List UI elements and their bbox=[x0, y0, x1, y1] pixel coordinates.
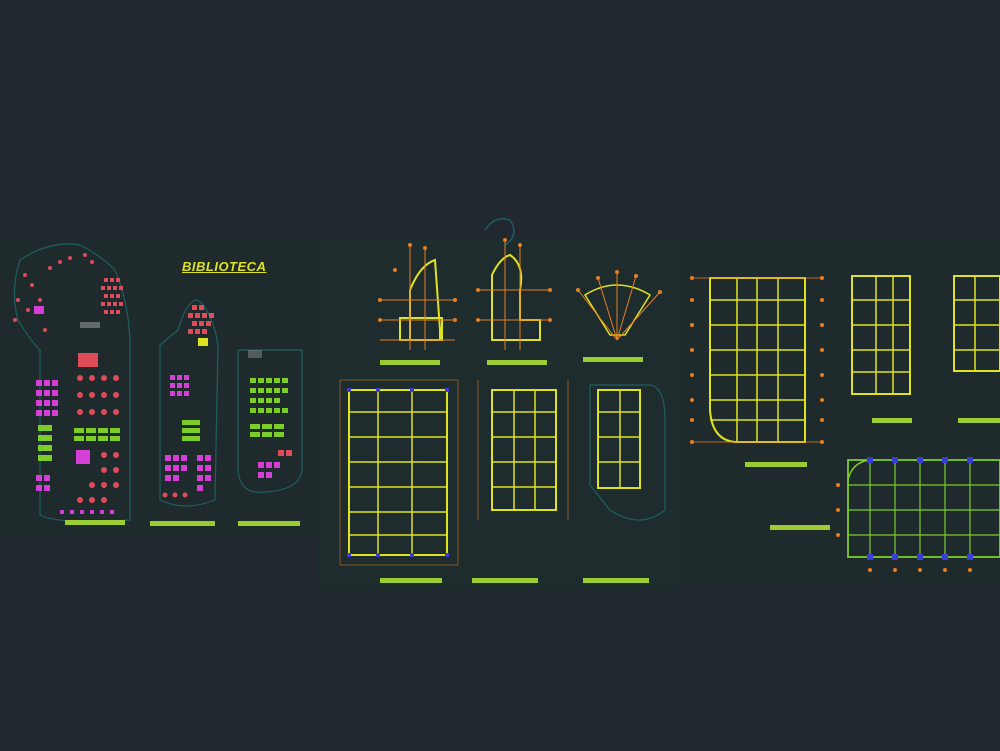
drawing-title: BIBLIOTECA bbox=[182, 259, 267, 274]
library-plan-2 bbox=[150, 299, 219, 526]
structural-curved-plan-1 bbox=[378, 243, 457, 365]
table-cluster bbox=[101, 278, 123, 314]
foundation-plan-large bbox=[690, 276, 824, 467]
structural-grid-plan-3 bbox=[583, 384, 666, 583]
library-plan-1 bbox=[13, 243, 131, 525]
structural-fan-plan bbox=[576, 270, 662, 362]
library-plan-3 bbox=[237, 349, 303, 526]
structural-grid-plan-2 bbox=[472, 380, 569, 583]
structural-curved-plan-2 bbox=[476, 218, 552, 365]
structural-grid-plan-1 bbox=[339, 379, 459, 583]
foundation-plan-footings bbox=[770, 457, 1000, 572]
foundation-plan-medium bbox=[851, 275, 912, 423]
foundation-plan-small bbox=[953, 275, 1000, 423]
sheet-foundation-plans bbox=[682, 238, 1000, 588]
sheet-library-plans bbox=[0, 238, 318, 538]
sheet-structural-plans bbox=[318, 238, 682, 590]
